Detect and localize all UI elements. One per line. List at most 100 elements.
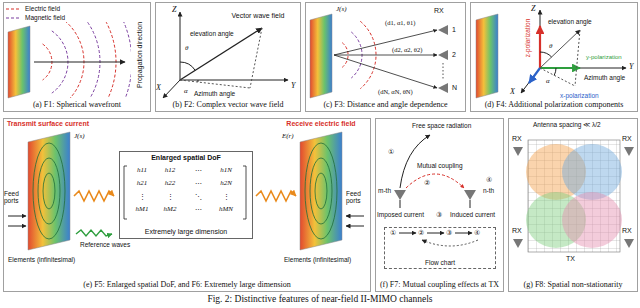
polarization-figure [476,10,626,98]
distance-angle-figure [310,14,332,98]
spatial-dof-figure [8,132,364,250]
figure-caption: Fig. 2: Distinctive features of near-fie… [0,294,640,304]
legend-line-sample [6,8,21,9]
legend-line-sample [6,17,21,18]
spherical-wavefront-figure [89,22,132,98]
annotation-label: θ [549,43,552,51]
mutual-coupling-figure [394,135,478,246]
vector-wave-field-figure [180,80,250,88]
annotation-label: ④ [474,229,480,237]
annotation-label: x-polarization [560,92,599,99]
spatial-dof-figure [300,132,342,250]
spatial-dof-figure [8,226,26,227]
annotation-label: Feed ports [4,190,26,204]
annotation-label: Induced current [450,211,495,218]
polarization-figure [476,14,498,98]
annotation-label: ⋮ [223,193,230,201]
non-stationarity-figure [562,144,622,200]
polarization-figure [521,68,540,93]
annotation-label: Free space radiation [412,122,471,129]
annotation-label: elevation angle [190,30,234,37]
non-stationarity-figure [513,147,523,156]
spherical-wavefront-figure [34,61,125,62]
annotation-label: Propagation direction [136,22,144,88]
polarization-figure [540,10,541,68]
annotation-label: h12 [165,167,176,175]
spatial-dof-figure [346,216,364,217]
spatial-dof-figure [346,226,364,227]
spatial-dof-figure [28,132,70,250]
annotation-label: J(s) [74,133,85,141]
annotation-label: Receive electric field [286,120,355,128]
annotation-label: hMN [219,206,233,214]
vector-wave-field-figure [250,28,262,88]
annotation-label: ④ [486,176,492,184]
annotation-label: RX [434,7,444,15]
annotation-label: Z [531,5,535,14]
figure-panel: (f) F7: Mutual coupling effects at TXFlo… [375,118,504,292]
annotation-label: h22 [165,180,176,188]
annotation-label: ③ [446,229,452,237]
spatial-dof-figure [243,166,246,219]
polarization-figure [529,68,540,83]
annotation-label: ⋯ [195,206,202,214]
legend-item: Magnetic field [6,14,65,21]
annotation-label: h1N [220,167,232,175]
non-stationarity-figure [513,239,523,248]
annotation-label: TX [566,255,575,263]
mutual-coupling-figure [470,200,471,208]
distance-angle-figure [334,30,437,55]
vector-wave-field-figure [180,12,181,80]
distance-angle-figure [438,83,448,93]
annotation-label: E(r) [282,133,294,141]
annotation-label: Mutual coupling [417,162,463,169]
spherical-wavefront-figure [61,22,84,98]
mutual-coupling-figure [464,190,476,200]
node-text: (a) F1: Spherical wavefront [7,100,147,109]
non-stationarity-figure [562,192,622,248]
node-text: (e) F5: Enlarged spatial DoF, and F6: Ex… [7,280,367,289]
annotation-label: Z [172,6,176,15]
distance-angle-figure [438,25,448,35]
figure-panel: (g) F8: Spatial non-stationarity [508,118,638,292]
annotation-label: θ [185,45,188,53]
legend-line-sample [6,15,22,21]
vector-wave-field-figure [180,28,262,80]
polarization-figure [539,26,541,68]
vector-wave-field-figure [163,80,180,98]
annotation-label: Imposed current [377,211,424,218]
spatial-dof-figure [8,216,26,217]
node-text: Enlarged spatial DoF [151,154,221,162]
annotation-label: α [546,78,550,86]
annotation-label: (d1, α1, θ1) [385,19,415,26]
spatial-dof-figure [33,143,65,239]
spatial-dof-figure [256,191,296,201]
spherical-wavefront-figure [43,22,131,98]
annotation-label: RX [512,135,522,143]
polarization-figure [540,52,552,57]
annotation-label: ⋮ [167,193,174,201]
annotation-label: ① [388,148,394,156]
annotation-label: ② [418,229,424,237]
annotation-label: Azimuth angle [584,74,625,81]
annotation-label: elevation angle [548,18,592,25]
annotation-label: Azimuth angle [194,90,235,97]
node-text: (d) F4: Additional polarization componen… [474,100,634,109]
annotation-label: Elements (infinitesimal) [284,256,351,263]
node-text: (f) F7: Mutual coupling effects at TX [379,280,500,289]
annotation-label: n-th [483,187,494,194]
node-text: (b) F2: Complex vector wave field [159,100,297,109]
mutual-coupling-figure [422,240,478,246]
annotation-label: ③ [436,211,442,219]
non-stationarity-figure [513,140,634,252]
annotation-label: Transmit surface current [7,120,89,128]
annotation-label: h21 [137,180,148,188]
annotation-label: 2 [452,51,456,59]
mutual-coupling-figure [400,200,401,208]
polarization-figure [540,68,575,86]
spherical-wavefront-figure [70,22,100,98]
vector-wave-field-figure [180,62,195,70]
annotation-label: X [156,84,161,93]
annotation-label: Y [629,63,633,72]
annotation-label: X [510,88,515,97]
